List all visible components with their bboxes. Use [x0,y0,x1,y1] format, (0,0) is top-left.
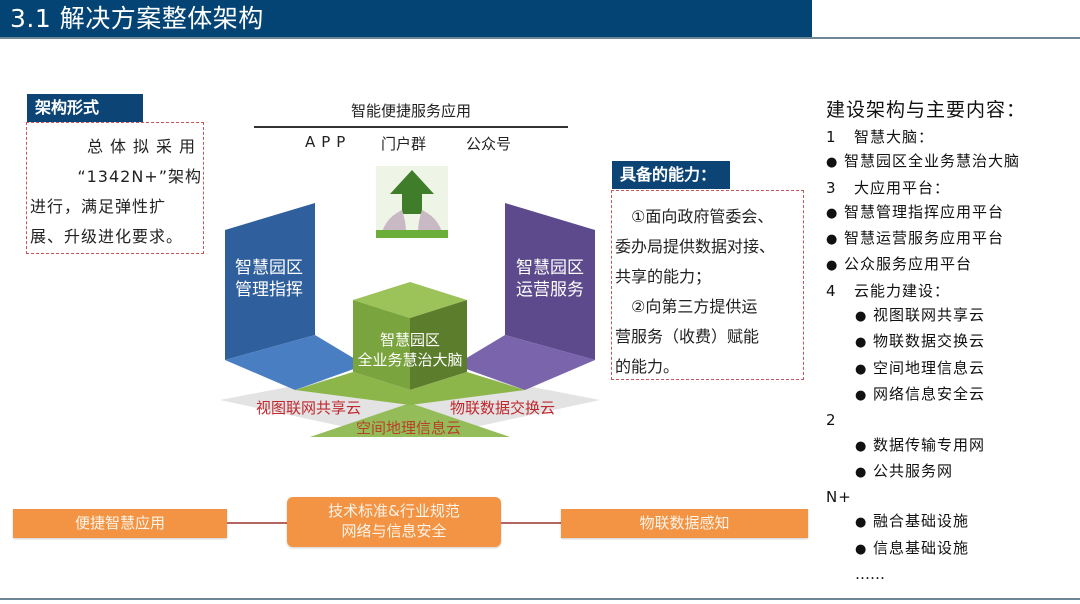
footer-divider [0,598,1080,600]
app-item-portal: 门户群 [381,135,427,153]
connector-left [227,522,287,524]
blue-block-floor [225,335,365,390]
spatial-geo-cloud-label: 空间地理信息云 [356,419,462,437]
architecture-form-box [26,122,204,254]
list-item: 空间地理信息云 [826,356,1076,382]
content-list-heading: 建设架构与主要内容： [826,99,1027,121]
connector-right [501,522,561,524]
architecture-form-line: “1342N+”架构 [77,167,202,186]
capability-line: 委办局提供数据对接、 [615,237,776,256]
capabilities-box [611,190,804,380]
blue-block-face [225,203,315,360]
smart-service-apps-title: 智能便捷服务应用 [350,102,471,120]
capability-line: ①面向政府管委会、 [615,207,774,226]
list-item: 智慧园区全业务慧治大脑 [826,149,1076,175]
title-bar: 3.1 解决方案整体架构 [0,0,812,38]
capability-line: 的能力。 [615,357,680,376]
purple-block-floor [455,335,595,390]
list-item: 视图联网共享云 [826,303,1076,329]
up-arrow-icon [376,166,448,238]
capabilities-tag: 具备的能力： [612,161,730,189]
page-title: 3.1 解决方案整体架构 [10,4,264,33]
apps-divider [254,126,568,128]
list-item: 智慧运营服务应用平台 [826,226,1076,252]
app-item-app: APP [305,133,352,151]
architecture-diagram [220,203,600,437]
architecture-form-line: 总体拟采用 [86,137,202,156]
list-item: 信息基础设施 [826,536,1076,562]
architecture-form-text: 总体拟采用 “1342N+”架构 进行，满足弹性扩 展、升级进化要求。 [30,132,202,252]
capability-line: 共享的能力； [615,267,712,286]
list-item: 网络信息安全云 [826,382,1076,408]
list-item: N+ [826,488,852,507]
cube-front-left [353,300,410,390]
standards-security-box: 技术标准&行业规范 网络与信息安全 [287,497,501,547]
iot-data-exchange-cloud-label: 物联数据交换云 [450,399,556,417]
list-item: 公共服务网 [826,459,1076,485]
capability-line: ②向第三方提供运 [615,297,758,316]
management-command-label: 智慧园区 管理指挥 [235,258,303,300]
list-item-ellipsis: …… [855,565,885,584]
list-item: 物联数据交换云 [826,329,1076,355]
capability-line: 营服务（收费）赋能 [615,327,760,346]
capabilities-text: ①面向政府管委会、 委办局提供数据对接、 共享的能力； ②向第三方提供运 营服务… [615,202,805,382]
iot-data-sensing-bar: 物联数据感知 [561,509,808,538]
architecture-form-line: 展、升级进化要求。 [30,227,184,246]
purple-block-face [505,203,595,360]
architecture-form-line: 进行，满足弹性扩 [30,197,167,216]
list-item: 2 [826,411,837,430]
operation-service-label: 智慧园区 运营服务 [516,258,584,300]
cube-front-right [410,300,467,390]
app-item-official-account: 公众号 [466,135,512,153]
central-brain-label: 智慧园区 全业务慧治大脑 [357,331,463,369]
video-network-cloud-label: 视图联网共享云 [256,399,362,417]
list-item: 融合基础设施 [826,509,1076,535]
title-divider [0,37,1080,39]
growth-arrow-image [376,166,448,238]
list-item: 公众服务应用平台 [826,252,1076,278]
list-item: 智慧管理指挥应用平台 [826,200,1076,226]
convenient-smart-app-bar: 便捷智慧应用 [13,509,227,538]
cube-base [295,372,525,405]
cloud-floor-bottom [310,403,510,437]
architecture-form-tag: 架构形式 [27,94,143,122]
list-item: 数据传输专用网 [826,433,1076,459]
